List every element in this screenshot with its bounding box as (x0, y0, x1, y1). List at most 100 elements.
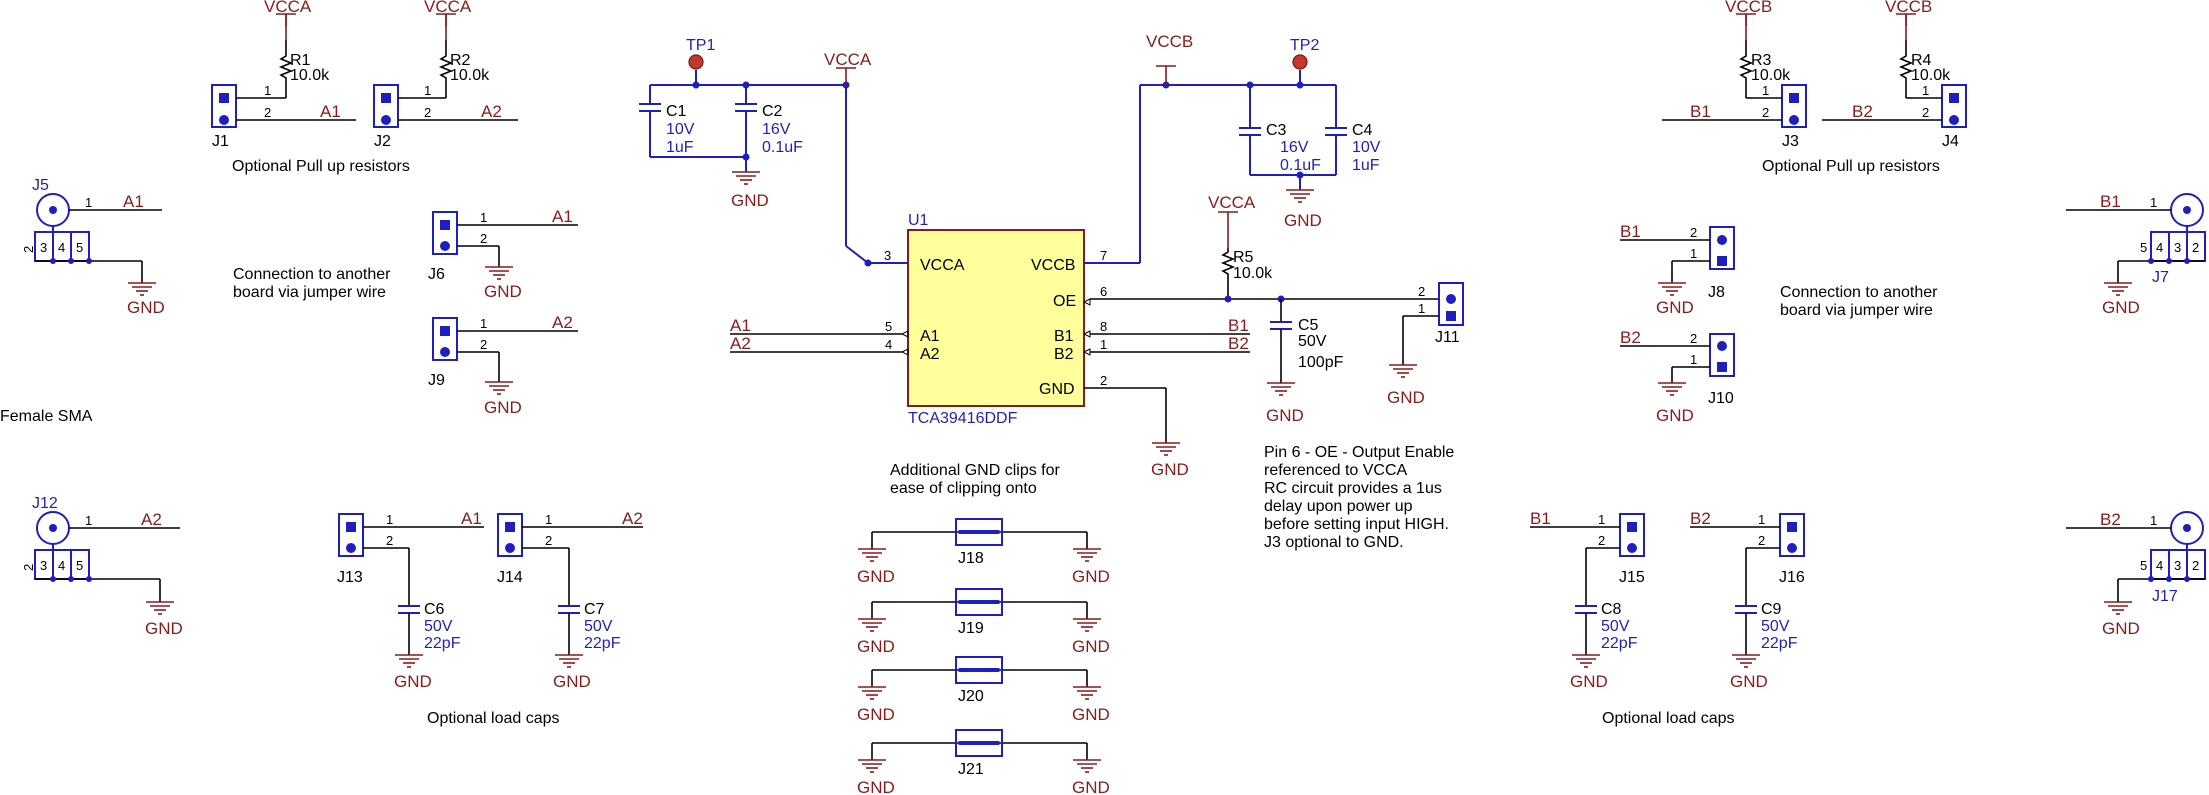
gnd-label: GND (484, 398, 522, 417)
pullup-group-a: VCCA R1 10.0k 1 2 A1 J1 VCCA R2 10.0k 1 … (211, 0, 518, 175)
sma-j5-group: 1 2 3 4 5 A1 J5 GND (21, 177, 165, 317)
j11-ref: J11 (1435, 329, 1460, 346)
j1-ref: J1 (212, 133, 229, 150)
j4-pin1-num: 1 (1922, 83, 1929, 98)
vcca-label: VCCA (264, 0, 312, 16)
j20-clip-body (955, 656, 1003, 684)
b2-netlabel: B2 (1228, 334, 1249, 353)
j3-ref: J3 (1782, 133, 1799, 150)
u1-pin5-num: 5 (885, 319, 892, 334)
gnd-label: GND (857, 705, 895, 724)
load-caps-note-left: Optional load caps (427, 710, 560, 727)
j6-pin1-num: 1 (480, 210, 487, 225)
c4-ref: C4 (1352, 122, 1373, 139)
j16-connector-body (1779, 513, 1805, 557)
j8-ref: J8 (1708, 284, 1725, 301)
j14-ref: J14 (497, 569, 523, 586)
sma-j12-group: 1 2 3 4 5 A2 J12 GND (21, 495, 183, 638)
a1-netlabel: A1 (461, 509, 482, 528)
j15-ref: J15 (1619, 569, 1645, 586)
j5-pin1-num: 1 (85, 195, 92, 210)
j10-group: 2 1 B2 J10 GND (1620, 328, 1735, 425)
u1-ref: U1 (908, 212, 929, 229)
j17-pin4-num: 4 (2156, 558, 2163, 573)
gnd-label: GND (1151, 460, 1189, 479)
j21-ref: J21 (958, 761, 984, 778)
tp2-test-point (1292, 54, 1308, 70)
gnd-clips-note-line1: Additional GND clips for (890, 462, 1061, 479)
oe-note-line6: J3 optional to GND. (1264, 534, 1404, 551)
j11-connector-body (1438, 282, 1464, 326)
j15-pin2-num: 2 (1598, 533, 1605, 548)
gnd-label: GND (553, 672, 591, 691)
u1-pin-vccb: VCCB (1031, 257, 1075, 274)
gnd-label: GND (2102, 619, 2140, 638)
c5-ref: C5 (1298, 317, 1319, 334)
u1-pin1-num: 1 (1100, 337, 1107, 352)
c2-ref: C2 (762, 103, 783, 120)
c1-value: 1uF (666, 139, 694, 156)
oe-note-line5: before setting input HIGH. (1264, 516, 1449, 533)
tp1-test-point (688, 54, 704, 70)
vccb-label: VCCB (1885, 0, 1932, 16)
a2-netlabel: A2 (552, 313, 573, 332)
b1-netlabel: B1 (1620, 222, 1641, 241)
vccb-decoupling: VCCB TP2 C3 16V 0.1uF C4 10V 1uF GND (1139, 32, 1381, 263)
u1-pin2-num: 2 (1100, 373, 1107, 388)
j17-pin3-num: 3 (2174, 558, 2181, 573)
j17-pin2-num: 2 (2192, 558, 2199, 573)
oe-note-line4: delay upon power up (1264, 498, 1413, 515)
b1-netlabel: B1 (1690, 102, 1711, 121)
j2-pin1-square (381, 93, 391, 103)
j6-ref: J6 (428, 266, 445, 283)
oe-note-line3: RC circuit provides a 1us (1264, 480, 1442, 497)
r5-resistor (1220, 248, 1236, 299)
female-sma-note: Female SMA (0, 408, 93, 425)
j7-pin3-num: 3 (2174, 240, 2181, 255)
gnd-label: GND (1570, 672, 1608, 691)
j12-pin2-num: 2 (21, 564, 36, 571)
j7-pin1-num: 1 (2150, 195, 2157, 210)
j10-connector-body (1709, 333, 1735, 377)
c3-voltage: 16V (1280, 139, 1309, 156)
j14-connector-body (497, 513, 523, 557)
r1-resistor (278, 40, 294, 82)
r5-value: 10.0k (1233, 265, 1273, 282)
gnd-label: GND (1266, 406, 1304, 425)
a1-netlabel: A1 (320, 102, 341, 121)
j2-ref: J2 (374, 133, 391, 150)
gnd-label: GND (1387, 388, 1425, 407)
tp1-ref: TP1 (686, 37, 715, 54)
tp2-ref: TP2 (1290, 37, 1319, 54)
load-caps-left: 1 2 A1 J13 C6 50V 22pF GND 1 2 A2 J14 C7… (337, 509, 643, 727)
b2-netlabel: B2 (1852, 102, 1873, 121)
j8-connector-body (1709, 226, 1735, 270)
u1-pin-b2: B2 (1054, 346, 1074, 363)
c4-voltage: 10V (1352, 139, 1381, 156)
j3-connector-body (1781, 84, 1807, 128)
c5-value: 100pF (1298, 354, 1344, 371)
j11-pin2-num: 2 (1418, 284, 1425, 299)
j15-connector-body (1619, 513, 1645, 557)
a1-netlabel: A1 (730, 316, 751, 335)
r2-resistor (438, 40, 454, 82)
j3-pin1-num: 1 (1762, 83, 1769, 98)
u1-level-shifter: U1 TCA39416DDF VCCA VCCB OE A1 A2 B1 B2 … (730, 212, 1439, 479)
r4-ref: R4 (1911, 52, 1932, 69)
c8-value: 22pF (1601, 635, 1638, 652)
j9-connector-body (432, 317, 458, 361)
j20-ref: J20 (958, 688, 984, 705)
j2-pin2-num: 2 (424, 105, 431, 120)
a1-netlabel: A1 (552, 207, 573, 226)
a2-netlabel: A2 (141, 510, 162, 529)
j19-ref: J19 (958, 620, 984, 637)
gnd-label: GND (145, 619, 183, 638)
c7-value: 22pF (584, 635, 621, 652)
j5-pin3-num: 3 (40, 240, 47, 255)
u1-pin-vcca: VCCA (920, 257, 965, 274)
j4-connector-body (1941, 84, 1967, 128)
j15-pin1-num: 1 (1598, 512, 1605, 527)
j13-pin2-num: 2 (386, 533, 393, 548)
